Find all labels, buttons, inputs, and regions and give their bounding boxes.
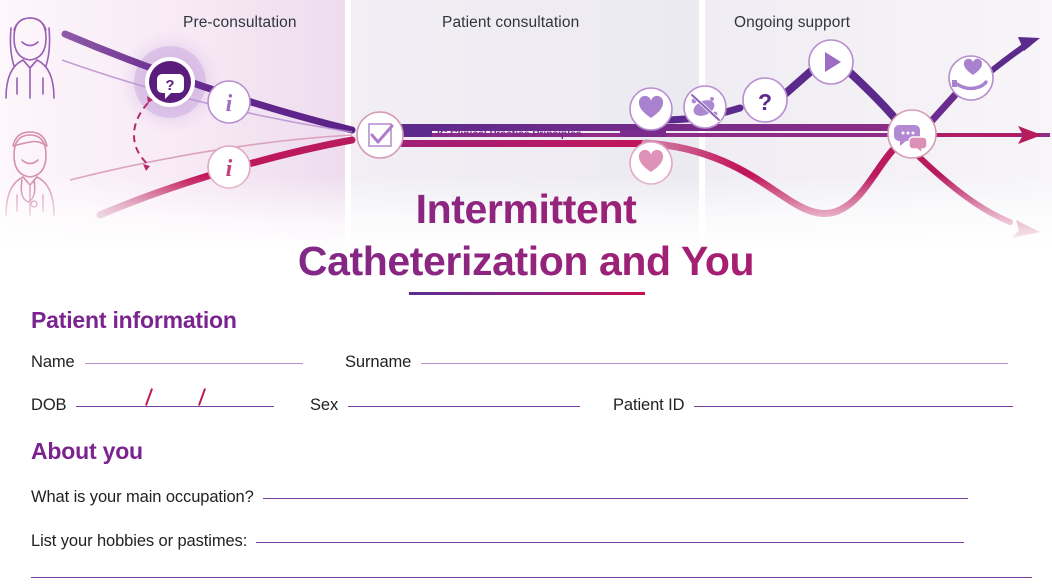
feedback-dashed-arrow — [133, 96, 153, 171]
field-label-sex: Sex — [310, 396, 339, 414]
journey-map-banner: ? i i — [0, 0, 1052, 250]
field-input-patient-id[interactable] — [694, 406, 1014, 407]
ic-principles-band-label: IC Clinical Practice Principles — [437, 128, 582, 140]
band-mid-purple — [395, 133, 1050, 137]
svg-text:?: ? — [165, 77, 174, 94]
track-clinician-upper — [61, 30, 356, 134]
field-input-dob[interactable] — [76, 406, 275, 407]
title-underline — [409, 292, 645, 295]
band-bottom-magenta — [395, 140, 645, 147]
field-input-surname[interactable] — [421, 363, 1009, 364]
field-sex[interactable]: Sex — [310, 396, 581, 415]
section-heading-about-you: About you — [31, 438, 143, 464]
svg-text:?: ? — [758, 89, 772, 115]
nurse-illustration — [5, 17, 55, 99]
field-name[interactable]: Name — [31, 353, 303, 372]
no-bacteria-icon — [683, 85, 727, 129]
page-title-line-1: Intermittent — [0, 183, 1052, 235]
field-input-occupation[interactable] — [262, 498, 968, 499]
field-input-name[interactable] — [84, 363, 303, 364]
page-title: Intermittent Catheterization and You — [0, 183, 1052, 287]
info-icon-clinician: i — [207, 80, 251, 124]
field-label-hobbies: List your hobbies or pastimes: — [31, 532, 248, 550]
banner-fade — [0, 175, 1052, 250]
band-stub-right — [620, 130, 666, 137]
field-hobbies[interactable]: List your hobbies or pastimes: — [31, 532, 965, 551]
field-input-hobbies-continuation[interactable] — [31, 577, 1032, 578]
play-icon — [808, 39, 854, 85]
question-bubble-icon: ? — [145, 57, 195, 107]
field-surname[interactable]: Surname — [345, 353, 1009, 372]
arrow-middle-magenta — [930, 126, 1042, 144]
svg-text:i: i — [226, 91, 233, 117]
field-label-dob: DOB — [31, 396, 67, 414]
panel-divider-1 — [345, 0, 351, 250]
track-chat-to-hand — [924, 91, 959, 129]
field-label-patient-id: Patient ID — [613, 396, 685, 414]
field-occupation[interactable]: What is your main occupation? — [31, 488, 968, 507]
field-dob[interactable]: DOB — [31, 396, 275, 415]
band-stub-left — [402, 130, 432, 137]
page-title-line-2: Catheterization and You — [0, 235, 1052, 287]
stage-label-pre-consultation: Pre-consultation — [183, 14, 297, 31]
heart-icon-clinician — [629, 87, 673, 131]
field-patient-id[interactable]: Patient ID — [613, 396, 1014, 415]
field-label-occupation: What is your main occupation? — [31, 488, 254, 506]
hand-heart-icon — [948, 55, 994, 101]
field-input-sex[interactable] — [348, 406, 581, 407]
svg-text:i: i — [226, 156, 233, 182]
arrow-top-purple — [987, 37, 1040, 75]
field-label-name: Name — [31, 353, 75, 371]
chat-bubbles-icon — [887, 109, 937, 159]
stage-label-patient-consultation: Patient consultation — [442, 14, 580, 31]
journey-map-graphic: ? i i — [0, 0, 1052, 250]
stage-label-ongoing-support: Ongoing support — [734, 14, 851, 31]
field-input-hobbies[interactable] — [256, 542, 965, 543]
question-icon: ? — [742, 77, 788, 123]
section-heading-patient-information: Patient information — [31, 307, 237, 333]
checkbox-icon — [356, 111, 404, 159]
field-label-surname: Surname — [345, 353, 412, 371]
